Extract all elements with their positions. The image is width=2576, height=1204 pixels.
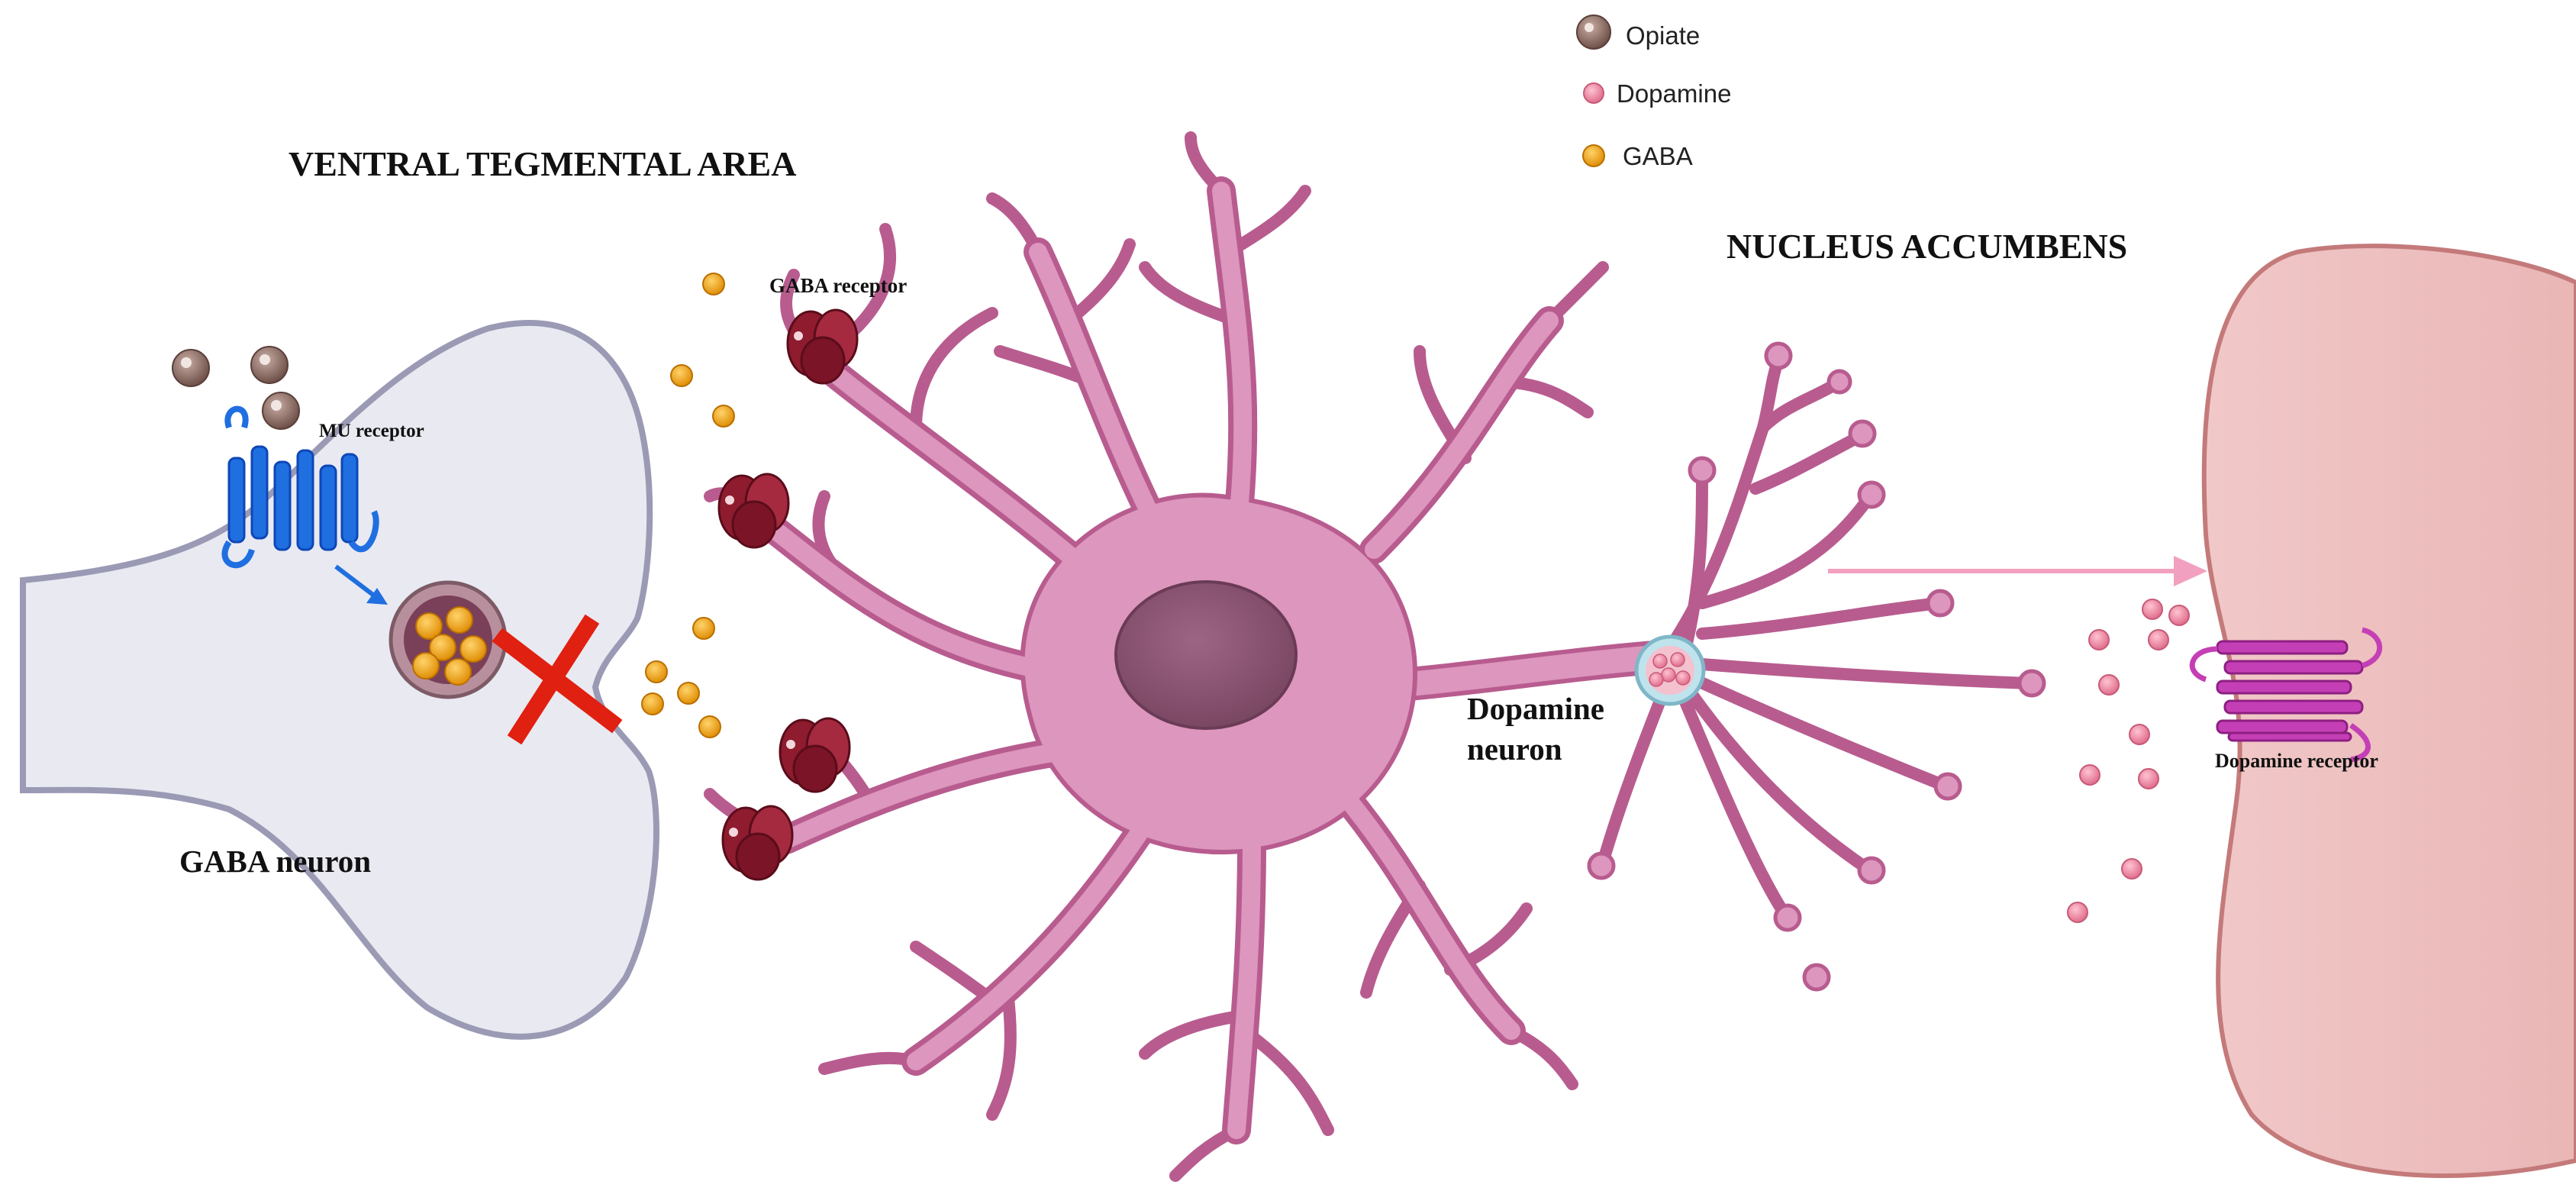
gaba-receptor — [721, 805, 794, 881]
dopamine-icon — [1583, 82, 1604, 104]
axon-terminals — [1587, 341, 2046, 992]
gaba-receptor-label: GABA receptor — [769, 274, 907, 297]
legend-item-dopamine: Dopamine — [1583, 79, 1731, 108]
legend-label-gaba: GABA — [1623, 142, 1693, 170]
dopamine-receptor-label: Dopamine receptor — [2215, 750, 2378, 772]
mu-receptor — [221, 405, 379, 569]
gaba-molecule — [641, 692, 664, 715]
dopamine-molecule — [2148, 629, 2169, 650]
dopamine-molecule — [2079, 764, 2100, 786]
gaba-molecule — [712, 405, 735, 428]
gaba-neuron — [20, 319, 659, 1040]
gaba-receptor — [779, 717, 851, 793]
legend-label-dopamine: Dopamine — [1617, 79, 1731, 108]
region-title-nac: NUCLEUS ACCUMBENS — [1726, 227, 2127, 266]
arrow-icon — [2174, 556, 2207, 586]
opiate-icon — [1576, 15, 1611, 50]
dopamine-neuron — [704, 131, 1681, 1182]
gaba-molecule — [698, 715, 721, 738]
opiate-molecule — [262, 392, 300, 430]
opiate-molecules — [172, 346, 300, 430]
region-title-vta: VENTRAL TEGMENTAL AREA — [289, 144, 796, 183]
gaba-molecule — [692, 617, 715, 640]
x-mark-icon — [492, 614, 623, 745]
gaba-receptor — [717, 473, 790, 549]
released-dopamine — [2067, 599, 2190, 923]
dendrite-cores — [762, 182, 1559, 1139]
opiate-highlight — [1585, 23, 1594, 32]
legend-label-opiate: Opiate — [1626, 21, 1700, 50]
legend: Opiate Dopamine GABA — [1576, 15, 1731, 170]
opiate-molecule — [172, 349, 210, 387]
dopamine-molecule — [2121, 858, 2142, 880]
dopamine-receptor — [2189, 627, 2382, 763]
vesicle-gaba-contents — [412, 606, 487, 686]
gaba-molecule — [645, 660, 668, 683]
gaba-molecule — [670, 364, 693, 387]
dopamine-neuron-label-line2: neuron — [1467, 731, 1562, 767]
dopamine-molecule — [2129, 724, 2150, 745]
dopamine-molecule — [2098, 674, 2120, 696]
gaba-molecule — [702, 273, 725, 295]
terminal-buttons — [1587, 341, 2046, 992]
mu-signal-arrow — [334, 564, 376, 598]
gaba-molecule — [677, 682, 700, 705]
dopamine-vesicle — [1634, 634, 1706, 706]
gaba-receptor — [786, 308, 859, 385]
dopamine-molecule — [2142, 599, 2163, 620]
arrow-icon — [366, 588, 388, 605]
gaba-neuron-label: GABA neuron — [179, 844, 371, 879]
dopamine-molecule — [2168, 605, 2190, 626]
mu-receptor-label: MU receptor — [319, 421, 424, 441]
dopamine-molecule — [2138, 768, 2159, 789]
legend-item-gaba: GABA — [1582, 142, 1693, 170]
dopamine-molecule — [2088, 629, 2110, 650]
gaba-vesicle — [388, 580, 508, 699]
release-arrow — [1828, 556, 2207, 586]
legend-item-opiate: Opiate — [1576, 15, 1700, 50]
released-gaba — [641, 273, 735, 738]
gaba-icon — [1582, 144, 1605, 167]
opiate-molecule — [250, 346, 289, 384]
dopamine-molecule — [2067, 902, 2088, 923]
nucleus — [1114, 580, 1298, 730]
gaba-receptors — [717, 308, 859, 881]
dopamine-neuron-label-line1: Dopamine — [1467, 691, 1604, 726]
